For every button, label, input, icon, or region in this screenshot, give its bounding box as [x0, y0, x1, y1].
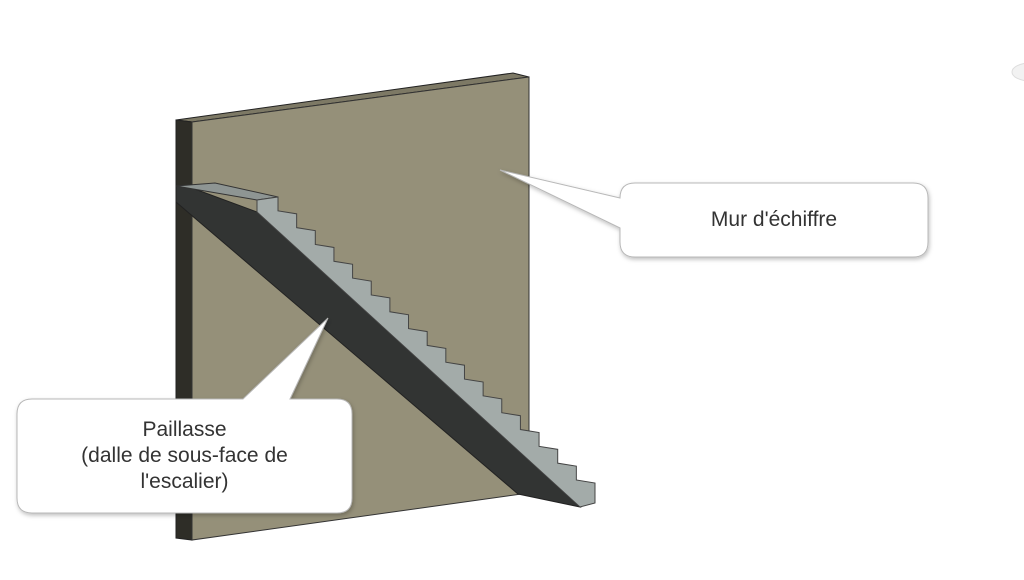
- callout-wall-shape: [499, 169, 929, 258]
- callout-wall-text: Mur d'échiffre: [710, 208, 838, 231]
- callout-slab-line3: l'escalier): [140, 470, 229, 493]
- callout-slab: Paillasse (dalle de sous-face de l'escal…: [17, 417, 352, 495]
- callout-slab-line1: Paillasse: [142, 418, 227, 441]
- cloud-icon: [1011, 63, 1024, 81]
- callout-wall: Mur d'échiffre: [620, 207, 928, 233]
- callout-slab-line2: (dalle de sous-face de: [81, 444, 288, 467]
- staircase: [175, 182, 596, 508]
- steps-side: [256, 196, 596, 508]
- callout-slab-shape: [16, 317, 353, 514]
